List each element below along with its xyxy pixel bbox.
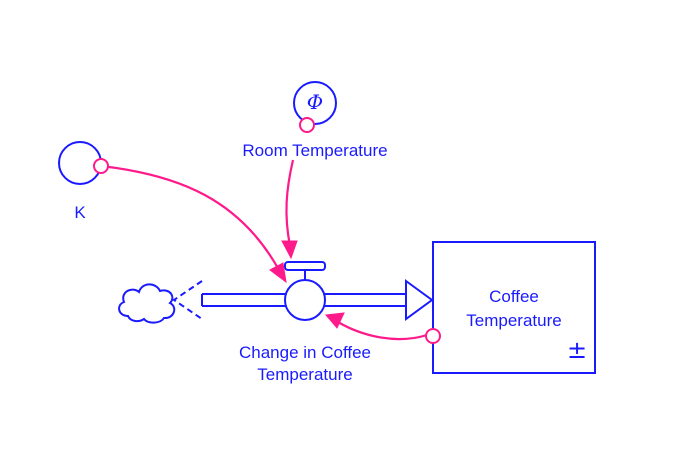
flow-arrowhead [405,279,434,321]
connector-origin-room-temperature [299,117,315,133]
flow-label-line1: Change in Coffee [238,343,371,362]
stock-label-line1: Coffee [489,287,539,306]
flow-label-line2: Temperature [257,365,353,384]
room-temperature-label: Room Temperature [242,141,388,160]
connector-arrowhead [325,312,345,329]
connector-k-to-flow[interactable] [100,164,280,271]
connector-arrowhead [281,240,298,260]
k-label: K [74,203,86,222]
connector-arrowhead [269,262,287,284]
flow-valve[interactable] [284,279,326,321]
flow-outflow-arrowhead-dashed [172,280,203,320]
auxiliary-room-temperature[interactable] [293,81,337,125]
room-temperature-symbol: Φ [306,90,324,114]
cloud-icon[interactable] [118,283,176,324]
stock-sign-icon: ± [566,336,588,364]
connector-coffee-temperature-to-flow[interactable] [337,321,428,341]
stock-coffee-temperature[interactable] [432,241,596,374]
connector-origin-k [93,158,109,174]
valve-handle[interactable] [284,261,326,271]
connector-origin-coffee-temperature [425,328,441,344]
connector-room-temperature-to-flow[interactable] [285,159,295,247]
stock-label-line2: Temperature [466,311,562,330]
